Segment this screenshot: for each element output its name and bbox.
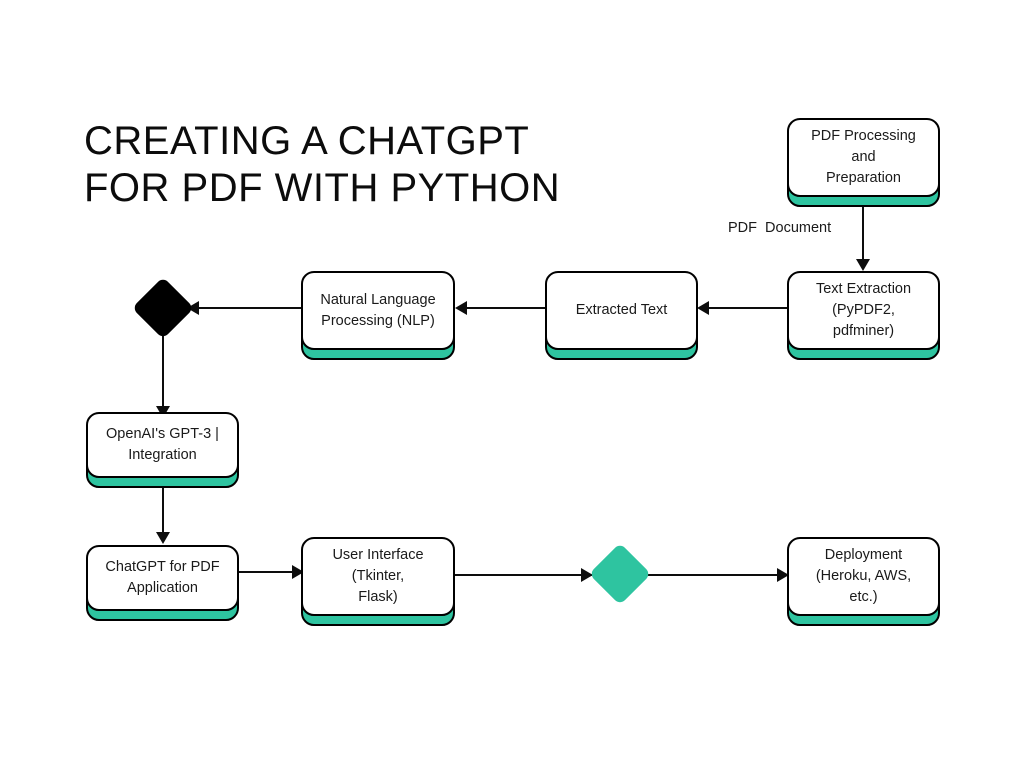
- node-label-chatgpt-pdf-app: ChatGPT for PDF Application: [105, 559, 220, 596]
- node-label-gpt3-integration: OpenAI's GPT-3 | Integration: [106, 426, 219, 463]
- node-label-text-extraction: Text Extraction (PyPDF2, pdfminer): [815, 281, 912, 339]
- node-label-deployment: Deployment (Heroku, AWS, etc.): [815, 547, 912, 605]
- edge-label-pdf-document: PDF Document: [728, 220, 832, 236]
- arrowhead-pdf-processing-to-text-extraction: [856, 259, 870, 271]
- node-decision-black[interactable]: [131, 276, 195, 340]
- arrowhead-user-interface-to-decision-teal: [581, 568, 593, 582]
- node-chatgpt-pdf-app[interactable]: ChatGPT for PDF Application: [86, 545, 239, 611]
- node-decision-teal[interactable]: [588, 542, 652, 606]
- node-label-extracted-text: Extracted Text: [575, 302, 668, 318]
- edge-decision-teal-to-deployment: [648, 574, 788, 577]
- edge-nlp-to-decision-black: [190, 307, 302, 310]
- node-label-nlp: Natural Language Processing (NLP): [320, 291, 436, 329]
- node-user-interface[interactable]: User Interface (Tkinter, Flask): [301, 537, 455, 616]
- node-gpt3-integration[interactable]: OpenAI's GPT-3 | Integration: [86, 412, 239, 478]
- edge-chatgpt-app-to-user-interface: [239, 571, 303, 574]
- arrowhead-decision-teal-to-deployment: [777, 568, 789, 582]
- edge-gpt3-to-chatgpt-app: [162, 488, 165, 540]
- node-extracted-text[interactable]: Extracted Text: [545, 271, 698, 350]
- node-label-user-interface: User Interface (Tkinter, Flask): [332, 547, 424, 605]
- node-nlp[interactable]: Natural Language Processing (NLP): [301, 271, 455, 350]
- node-pdf-processing[interactable]: PDF Processing and Preparation: [787, 118, 940, 197]
- edge-pdf-processing-to-text-extraction: [862, 207, 865, 263]
- arrowhead-text-extraction-to-extracted-text: [697, 301, 709, 315]
- node-label-pdf-processing: PDF Processing and Preparation: [811, 128, 916, 186]
- node-text-extraction[interactable]: Text Extraction (PyPDF2, pdfminer): [787, 271, 940, 350]
- arrowhead-gpt3-to-chatgpt-app: [156, 532, 170, 544]
- edge-text-extraction-to-extracted-text: [700, 307, 788, 310]
- node-deployment[interactable]: Deployment (Heroku, AWS, etc.): [787, 537, 940, 616]
- edge-user-interface-to-decision-teal: [455, 574, 592, 577]
- edge-decision-black-to-gpt3: [162, 330, 165, 412]
- arrowhead-extracted-text-to-nlp: [455, 301, 467, 315]
- edge-extracted-text-to-nlp: [458, 307, 546, 310]
- page-title: CREATING A CHATGPT FOR PDF WITH PYTHON: [84, 119, 561, 210]
